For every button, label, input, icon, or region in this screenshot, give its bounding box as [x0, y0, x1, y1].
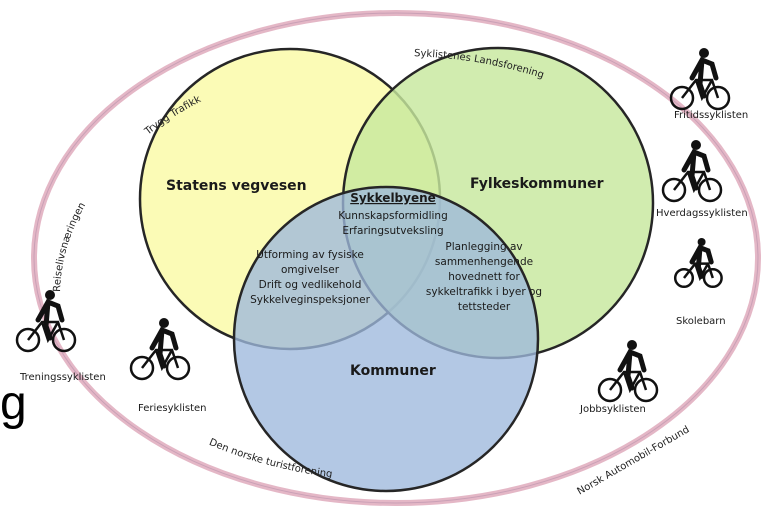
svg-text:Fritidssyklisten: Fritidssyklisten	[674, 110, 748, 121]
cyclist-icon	[15, 290, 77, 353]
cyclist-icon	[669, 48, 731, 111]
cyclist-jobb: Jobbsyklisten	[579, 340, 659, 415]
cyclist-hverdag: Hverdagssyklisten	[656, 140, 748, 219]
sykkelbyene-title: Sykkelbyene	[350, 191, 436, 205]
right-overlap-line-2: sammenhengende	[435, 256, 533, 268]
right-overlap-line-3: hovednett for	[448, 271, 520, 283]
center-line-1: Kunnskapsformidling	[338, 210, 447, 222]
svg-text:Jobbsyklisten: Jobbsyklisten	[579, 404, 646, 415]
ring-label-reiseliv: Reiselivsnæringen	[52, 201, 88, 292]
left-overlap-line-4: Sykkelveginspeksjoner	[250, 294, 371, 306]
left-overlap-line-1: Utforming av fysiske	[256, 249, 364, 261]
cyclist-icon	[597, 340, 659, 403]
center-line-2: Erfaringsutveksling	[342, 225, 443, 237]
child-cyclist-icon	[673, 238, 723, 289]
left-overlap-line-3: Drift og vedlikehold	[259, 279, 362, 291]
right-overlap-line-5: tettsteder	[458, 301, 511, 313]
left-overlap-line-2: omgivelser	[281, 264, 340, 276]
svg-text:Treningssyklisten: Treningssyklisten	[19, 372, 106, 383]
cyclist-icon	[661, 140, 723, 203]
svg-text:Hverdagssyklisten: Hverdagssyklisten	[656, 208, 748, 219]
cyclist-skolebarn: Skolebarn	[673, 238, 726, 327]
right-overlap-line-4: sykkeltrafikk i byer og	[426, 286, 542, 298]
statens-vegvesen-label: Statens vegvesen	[166, 178, 307, 194]
cyclist-trening: Treningssyklisten	[15, 290, 106, 383]
svg-text:Skolebarn: Skolebarn	[676, 316, 726, 327]
stray-letter: g	[0, 377, 27, 430]
circle-kommuner	[232, 185, 540, 493]
kommuner-label: Kommuner	[350, 363, 436, 379]
cyclist-ferie: Feriesyklisten	[129, 318, 207, 414]
right-overlap-line-1: Planlegging av	[445, 241, 522, 253]
cyclist-fritid: Fritidssyklisten	[669, 48, 748, 121]
fylkeskommuner-label: Fylkeskommuner	[470, 176, 604, 192]
cyclist-icon	[129, 318, 191, 381]
svg-text:Feriesyklisten: Feriesyklisten	[138, 403, 207, 414]
